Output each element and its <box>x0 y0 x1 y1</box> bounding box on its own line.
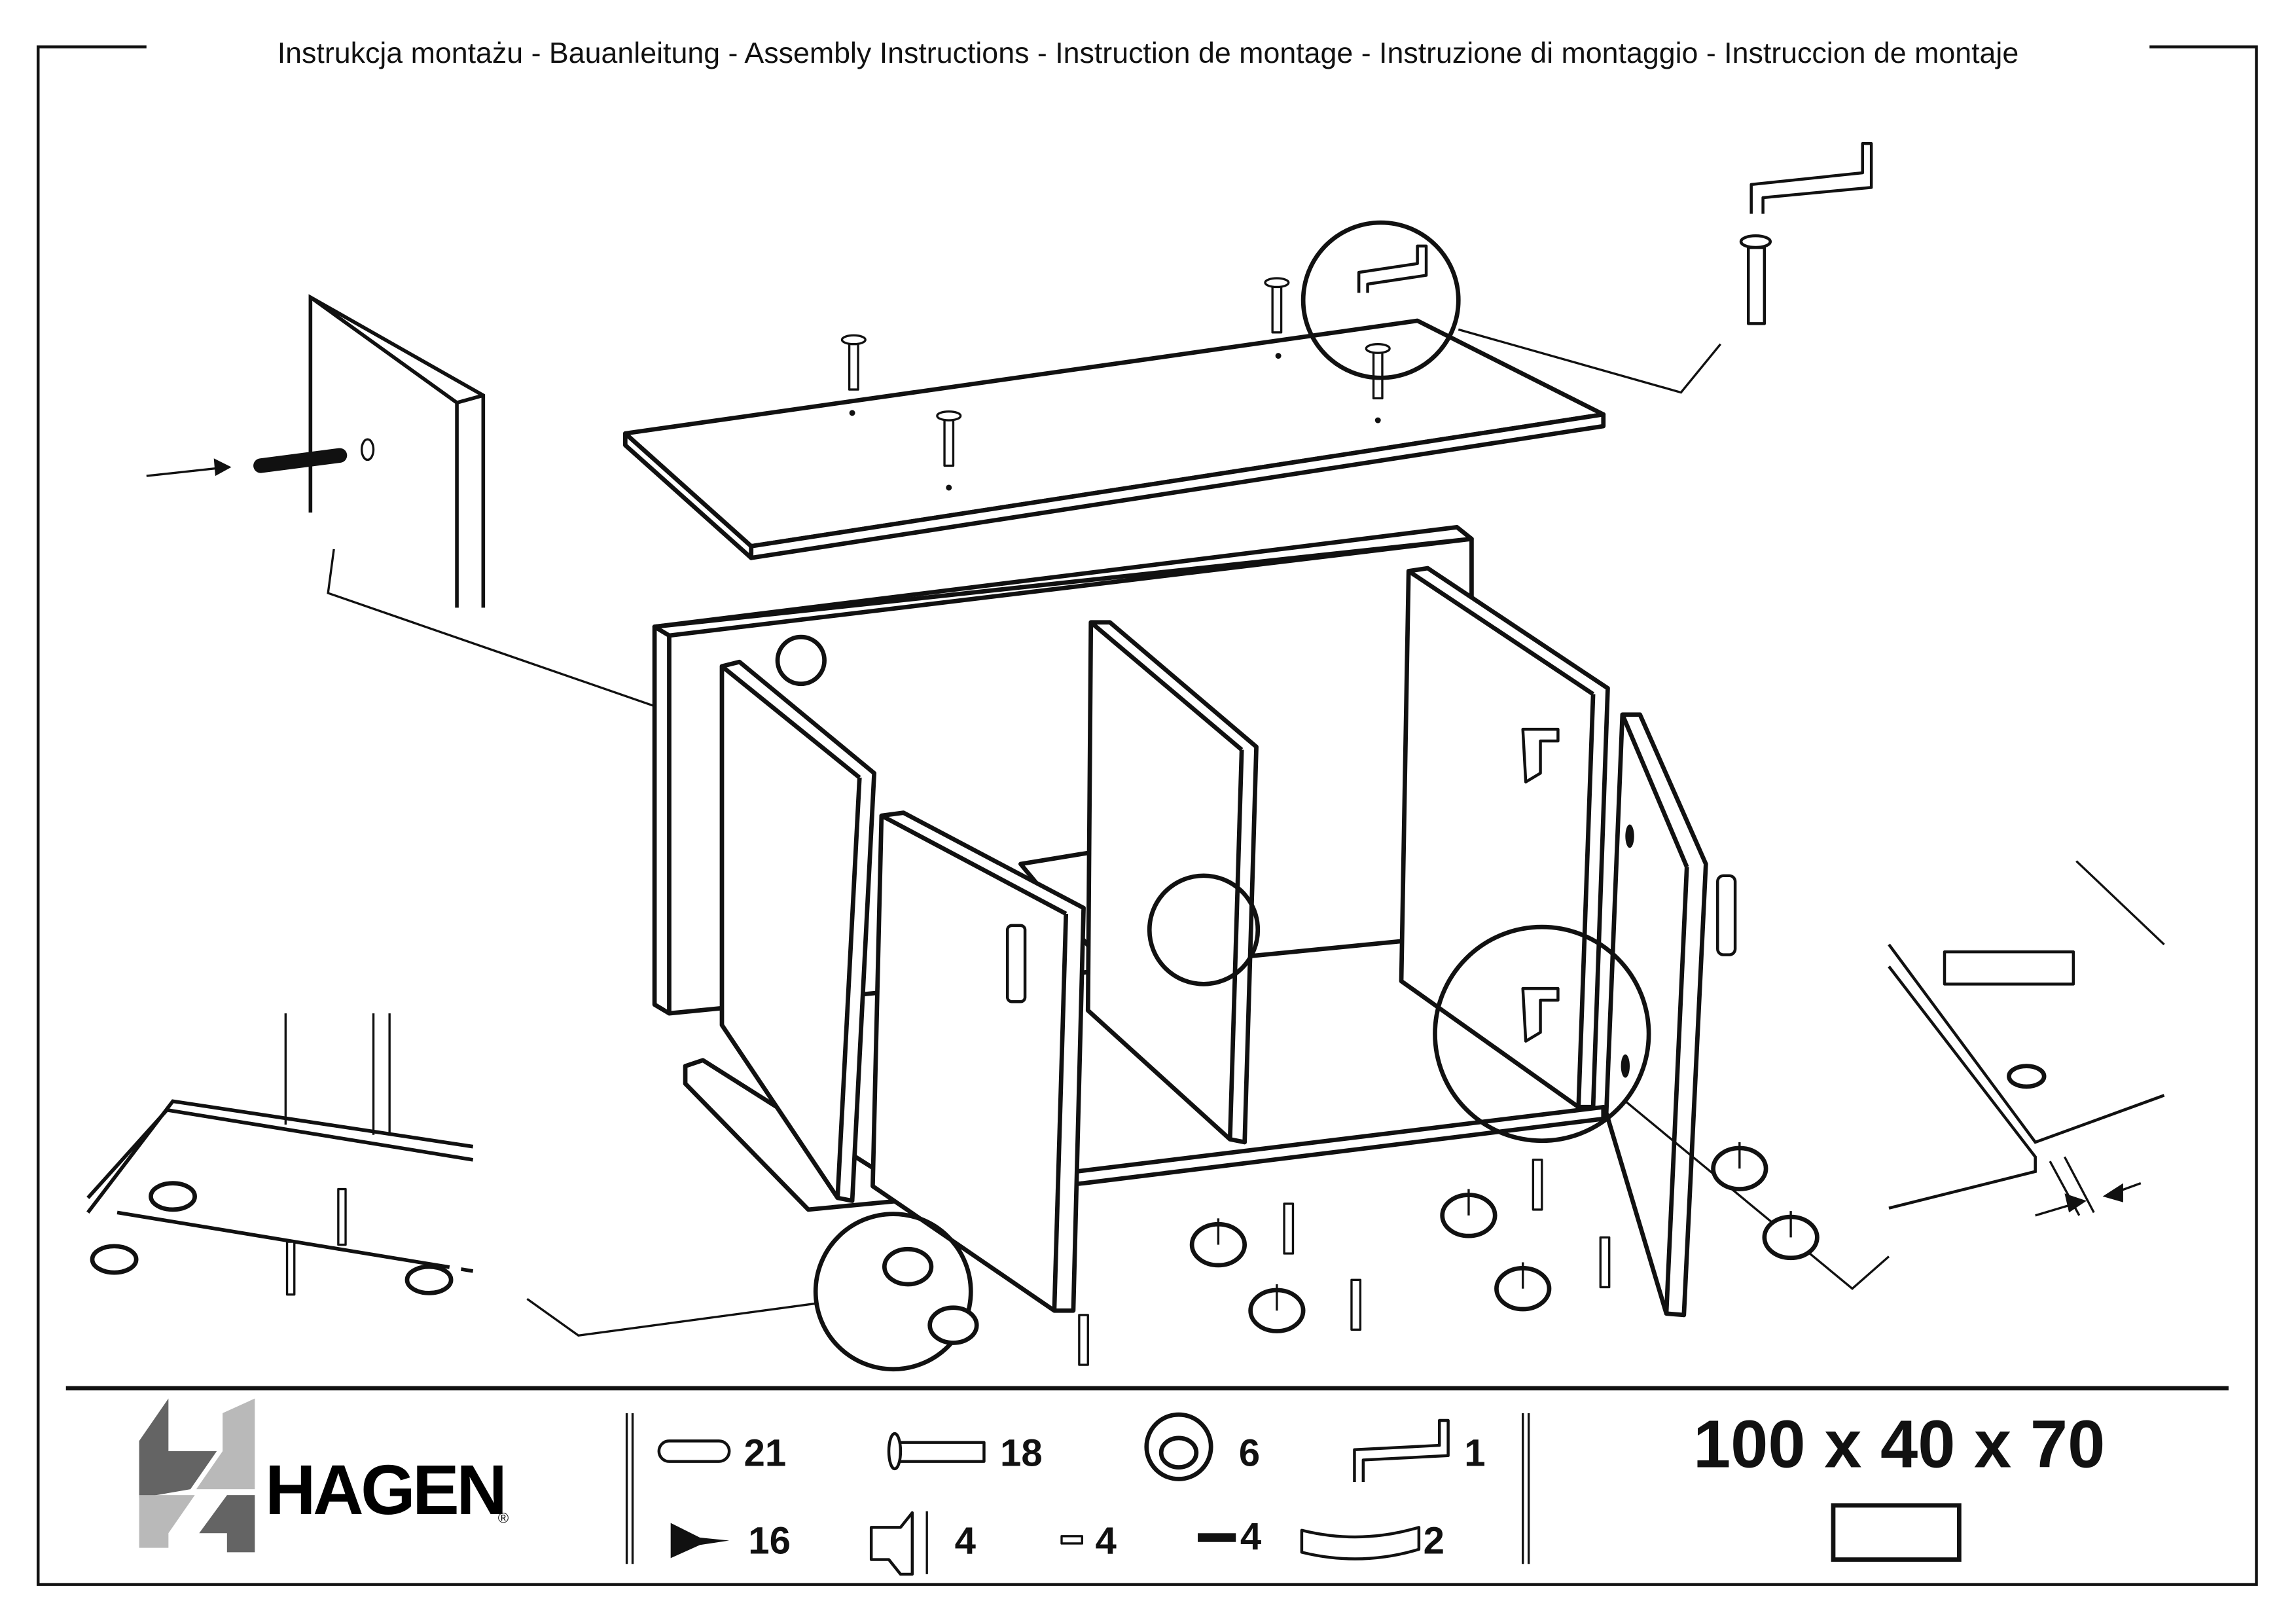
svg-text:4: 4 <box>1095 1520 1117 1562</box>
side-panel-detail <box>146 294 486 608</box>
page-frame: Instrukcja montażu - Bauanleitung - Asse… <box>37 37 2258 1586</box>
svg-text:1: 1 <box>1464 1432 1485 1474</box>
screws-top <box>840 277 1391 467</box>
handle-icon <box>1300 1526 1421 1561</box>
nail-icon <box>1198 1533 1236 1542</box>
dowel-icon <box>657 1439 731 1463</box>
brand-logo: HAGEN ® <box>139 1398 509 1553</box>
wood-screw-icon <box>670 1523 730 1559</box>
svg-text:6: 6 <box>1239 1432 1260 1474</box>
part-handle: 2 <box>1300 1520 1444 1562</box>
cabinet-carcass <box>652 525 1737 1318</box>
screws-bottom <box>1078 1159 1611 1366</box>
hinge-detail <box>1888 860 2165 1217</box>
svg-text:21: 21 <box>744 1432 787 1474</box>
svg-text:18: 18 <box>1000 1432 1043 1474</box>
svg-text:4: 4 <box>1240 1515 1262 1558</box>
feet-detail <box>86 1013 474 1296</box>
column-dividers <box>625 1413 1530 1564</box>
part-hinge: 4 <box>869 1511 977 1576</box>
part-confirmat-screw: 18 <box>887 1432 1043 1474</box>
brand-name: HAGEN <box>265 1451 504 1529</box>
header-title: Instrukcja montażu - Bauanleitung - Asse… <box>278 37 2019 69</box>
hex-key-icon <box>1353 1418 1450 1482</box>
hex-key-detail <box>1739 142 1873 325</box>
svg-text:2: 2 <box>1424 1520 1444 1562</box>
part-small-screw: 4 <box>1060 1520 1117 1562</box>
top-panel <box>622 318 1606 560</box>
parts-list: 21 18 6 1 16 4 4 4 <box>657 1412 1486 1576</box>
confirmat-screw-icon <box>897 1441 986 1463</box>
small-screw-icon <box>1060 1535 1084 1545</box>
detail-circle-hinge <box>1433 924 1651 1144</box>
svg-text:16: 16 <box>748 1520 791 1562</box>
product-color-swatch <box>1831 1503 1962 1562</box>
registered-mark: ® <box>498 1510 509 1526</box>
part-dowel: 21 <box>657 1432 787 1474</box>
part-leveling-foot: 6 <box>1144 1412 1260 1481</box>
leveling-feet <box>882 1142 1820 1345</box>
detail-circle-shelf <box>1147 873 1261 986</box>
product-dimensions: 100 x 40 x 70 <box>1693 1407 2105 1482</box>
detail-circle-hexkey <box>1300 220 1461 380</box>
svg-text:4: 4 <box>955 1520 977 1562</box>
part-hex-key: 1 <box>1353 1418 1486 1482</box>
part-wood-screw: 16 <box>670 1520 791 1562</box>
part-nail: 4 <box>1198 1515 1262 1558</box>
detail-circle-feet <box>813 1212 973 1372</box>
hinge-icon <box>869 1511 914 1576</box>
